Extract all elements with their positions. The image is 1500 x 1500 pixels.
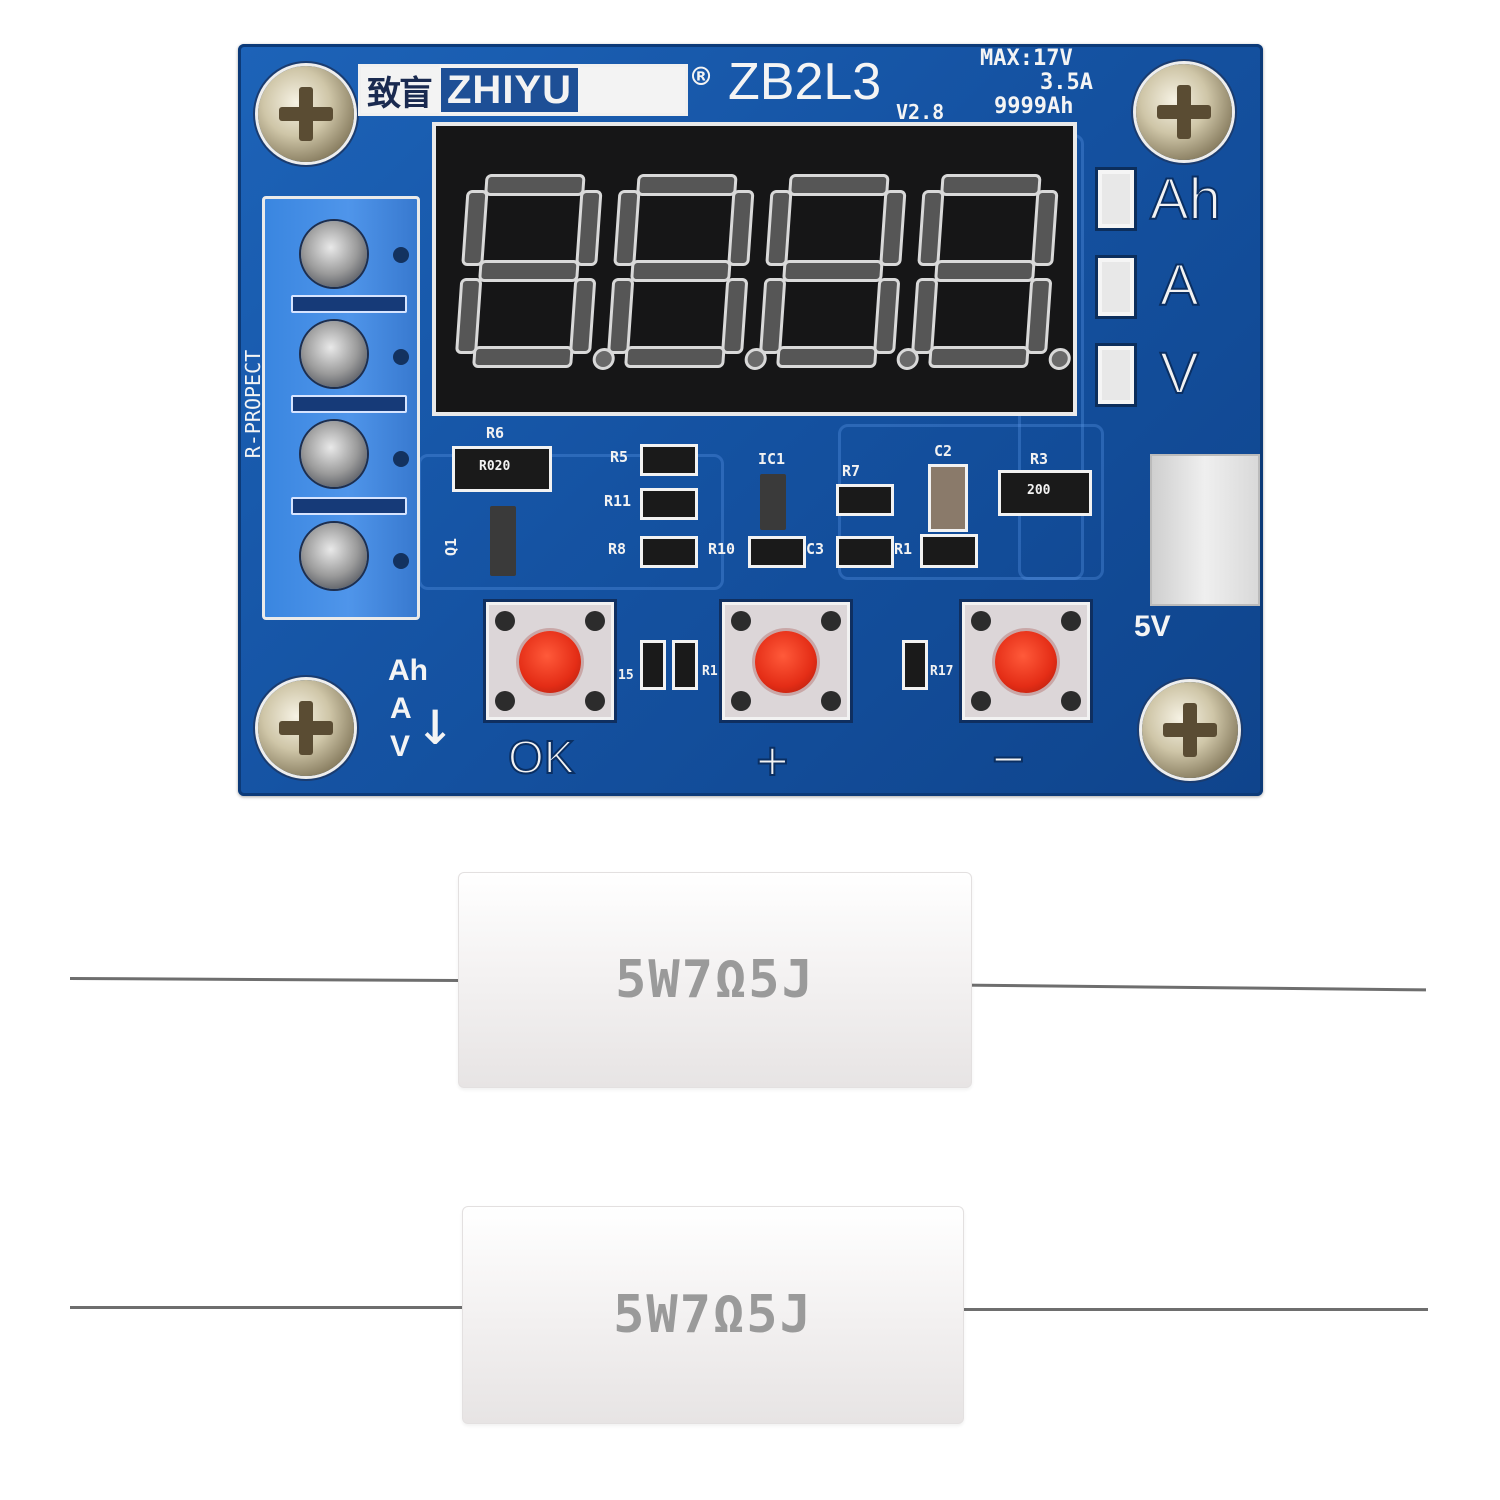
- terminal-hole: [393, 349, 409, 365]
- component-label-r6: R6: [486, 424, 505, 442]
- display-digit: [602, 174, 767, 370]
- component-label-r1b: R1: [702, 664, 718, 679]
- resistor-lead-left: [69, 976, 461, 983]
- mode-label-v: V: [390, 730, 411, 763]
- component-label-r8: R8: [608, 540, 627, 558]
- unit-label-a: A: [1159, 252, 1200, 319]
- component-label-r1: R1: [894, 540, 913, 558]
- resistor-marking: 5W7Ω5J: [615, 950, 815, 1010]
- connector-label: R-PROPECT: [241, 349, 265, 459]
- mode-label-ah: Ah: [388, 654, 428, 687]
- arrow-down-icon: ↓: [416, 686, 455, 760]
- button-cap[interactable]: [519, 631, 581, 693]
- screw-icon: [1142, 682, 1238, 778]
- button-cap[interactable]: [755, 631, 817, 693]
- chip-ic1: [760, 474, 786, 530]
- resistor-lead-left: [70, 1306, 470, 1309]
- terminal-divider: [291, 497, 407, 515]
- brand-logo: 致盲 ZHIYU: [358, 64, 688, 116]
- resistor-r15: [640, 640, 666, 690]
- component-label-r15: 15: [618, 668, 634, 683]
- resistor-r17: [902, 640, 928, 690]
- capacitor-c3: [836, 536, 894, 568]
- component-label-r10: R10: [708, 540, 736, 558]
- ok-button[interactable]: [486, 602, 614, 720]
- resistor-r1: [920, 534, 978, 568]
- component-label-r7: R7: [842, 462, 861, 480]
- component-label-r5: R5: [610, 448, 629, 466]
- spec-capacity: 9999Ah: [994, 94, 1074, 119]
- component-label-c2: C2: [934, 442, 953, 460]
- resistor-r3: 200: [998, 470, 1092, 516]
- button-cap[interactable]: [995, 631, 1057, 693]
- resistor-lead-right: [958, 1308, 1428, 1311]
- terminal-hole: [393, 451, 409, 467]
- model-number: ZB2L3: [728, 53, 882, 111]
- micro-usb-port[interactable]: [1150, 454, 1260, 606]
- ok-button-label: OK: [507, 730, 575, 784]
- brand-chinese: 致盲: [367, 73, 433, 114]
- component-label-q1: Q1: [442, 537, 461, 557]
- screw-terminal-block[interactable]: [262, 196, 420, 620]
- screw-icon: [258, 680, 354, 776]
- spec-current: 3.5A: [1040, 70, 1093, 95]
- component-label-r17: R17: [930, 664, 954, 679]
- display-digit: [450, 174, 615, 370]
- resistor-r1b: [672, 640, 698, 690]
- capacitor-c2: [928, 464, 968, 532]
- registered-mark: ®: [692, 60, 711, 95]
- unit-led-v: [1098, 346, 1134, 404]
- spec-max-voltage: MAX:17V: [980, 46, 1073, 71]
- resistor-r5: [640, 444, 698, 476]
- display-digit: [754, 174, 919, 370]
- terminal-divider: [291, 395, 407, 413]
- resistor-marking: 5W7Ω5J: [613, 1285, 813, 1345]
- cement-resistor: 5W7Ω5J: [458, 872, 972, 1088]
- resistor-r8: [640, 536, 698, 568]
- seven-segment-display: [432, 122, 1077, 416]
- transistor-q1: [490, 506, 516, 576]
- terminal-hole: [393, 553, 409, 569]
- usb-voltage-label: 5V: [1134, 610, 1171, 643]
- version-label: V2.8: [896, 100, 945, 124]
- component-label-ic1: IC1: [758, 450, 786, 468]
- resistor-lead-right: [965, 983, 1427, 992]
- terminal-screw-icon[interactable]: [301, 523, 367, 589]
- plus-button[interactable]: [722, 602, 850, 720]
- terminal-hole: [393, 247, 409, 263]
- unit-led-ah: [1098, 170, 1134, 228]
- cement-resistor: 5W7Ω5J: [462, 1206, 964, 1424]
- mode-label-a: A: [390, 692, 412, 725]
- display-digit: [906, 174, 1071, 370]
- resistor-r7: [836, 484, 894, 516]
- terminal-divider: [291, 295, 407, 313]
- unit-label-v: V: [1159, 340, 1200, 407]
- minus-button-label: −: [991, 726, 1026, 791]
- minus-button[interactable]: [962, 602, 1090, 720]
- screw-icon: [1136, 64, 1232, 160]
- component-label-r11: R11: [604, 492, 632, 510]
- component-label-r3: R3: [1030, 450, 1049, 468]
- decimal-point: [1047, 348, 1071, 370]
- plus-button-label: +: [755, 728, 790, 793]
- terminal-screw-icon[interactable]: [301, 221, 367, 287]
- screw-icon: [258, 66, 354, 162]
- terminal-screw-icon[interactable]: [301, 321, 367, 387]
- unit-label-ah: Ah: [1149, 166, 1222, 233]
- resistor-r11: [640, 488, 698, 520]
- resistor-r10: [748, 536, 806, 568]
- terminal-screw-icon[interactable]: [301, 421, 367, 487]
- brand-name: ZHIYU: [439, 66, 580, 114]
- unit-led-a: [1098, 258, 1134, 316]
- resistor-r6: R020: [452, 446, 552, 492]
- component-label-c3: C3: [806, 540, 825, 558]
